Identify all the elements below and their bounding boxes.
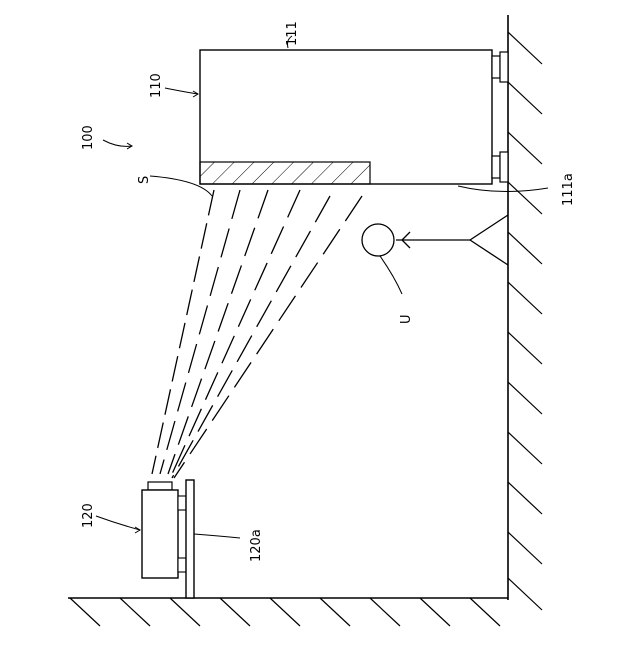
projection-beams xyxy=(152,190,362,478)
projector-body xyxy=(142,490,178,578)
leader-120 xyxy=(96,516,140,530)
label-100: 100 xyxy=(81,125,96,150)
projected-region-hatch xyxy=(200,162,370,184)
label-120a: 120a xyxy=(249,529,264,562)
user-figure xyxy=(362,215,508,265)
label-120: 120 xyxy=(81,503,96,528)
leader-111a xyxy=(458,186,548,192)
wall-bracket-top xyxy=(492,56,500,78)
projector-foot-top xyxy=(178,496,186,510)
label-111a: 111a xyxy=(561,173,576,206)
wall-bracket-top-plate xyxy=(500,52,508,82)
label-110: 110 xyxy=(149,73,164,98)
projector-foot-bottom xyxy=(178,558,186,572)
projector-lens xyxy=(148,482,172,490)
label-u: U xyxy=(399,314,414,324)
projector-mount xyxy=(186,480,194,598)
wall-bracket-bottom-plate xyxy=(500,152,508,182)
label-111: 111 xyxy=(285,21,300,46)
display-unit xyxy=(200,50,508,184)
label-s: S xyxy=(137,176,152,184)
projector xyxy=(142,480,194,598)
right-wall xyxy=(508,15,542,610)
floor xyxy=(68,598,508,626)
leader-120a xyxy=(194,534,240,538)
wall-bracket-bottom xyxy=(492,156,500,178)
leader-u xyxy=(380,256,402,294)
